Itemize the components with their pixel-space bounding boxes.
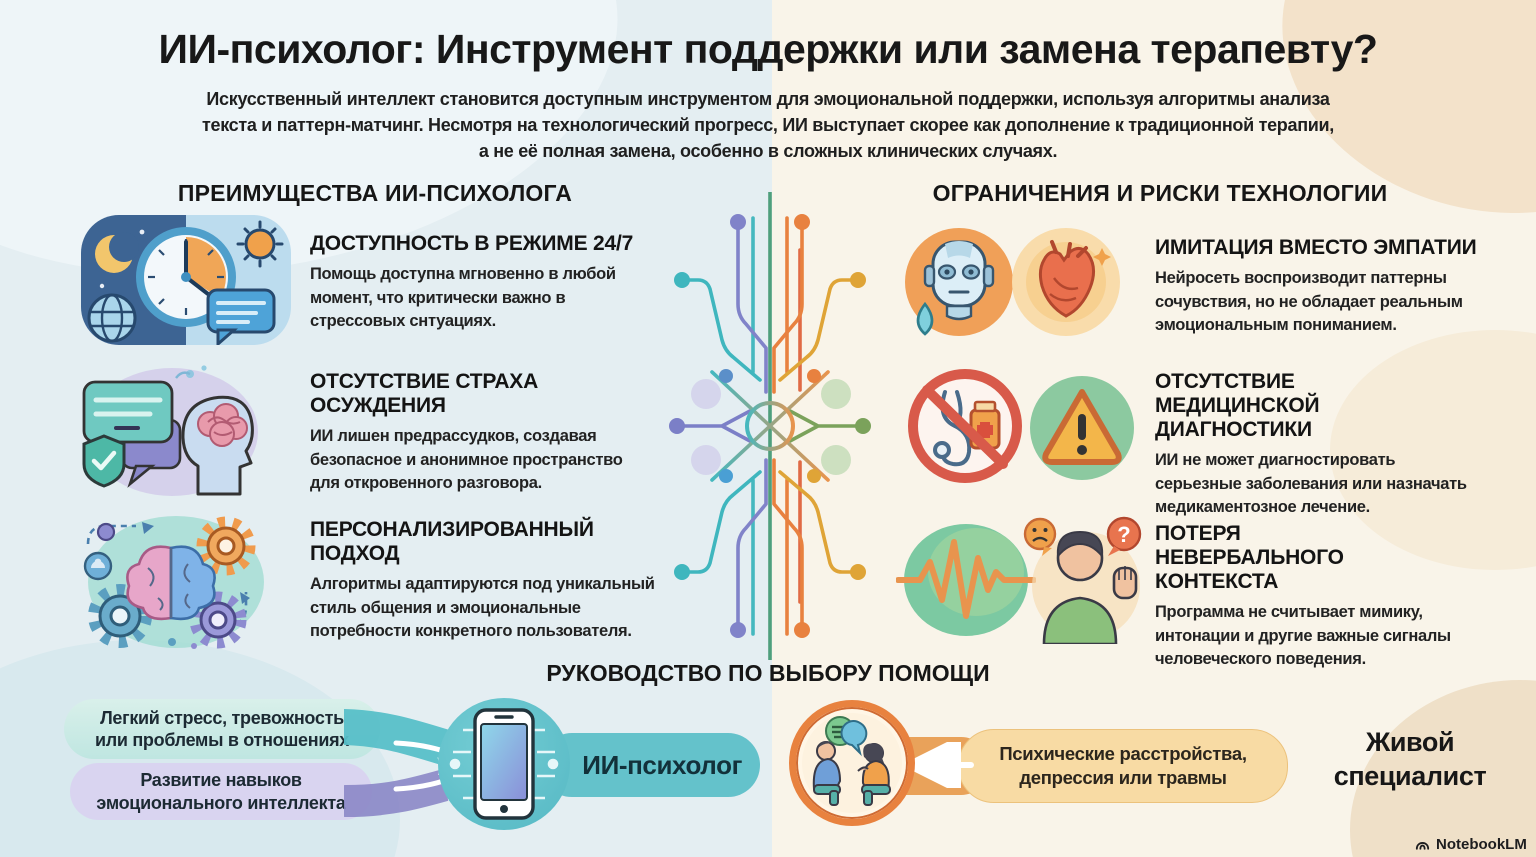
advantage-body: Помощь доступна мгновенно в любой момент… [310,265,616,330]
subtitle-line: Искусственный интеллект становится досту… [206,89,1330,109]
guide-chip-mild-stress: Легкий стресс, тревожность или проблемы … [64,699,380,759]
advantage-item: ПЕРСОНАЛИЗИРОВАННЫЙ ПОДХОД Алгоритмы ада… [310,518,655,644]
limitation-title: ПОТЕРЯ НЕВЕРБАЛЬНОГО КОНТЕКСТА [1155,522,1344,594]
advantage-title: ДОСТУПНОСТЬ В РЕЖИМЕ 24/7 [310,232,634,255]
advantage-body: Алгоритмы адаптируются под уникальный ст… [310,575,655,641]
human-specialist-label: Живой специалист [1300,726,1520,794]
person-refusing-icon: ? [1022,516,1144,644]
limitations-heading: ОГРАНИЧЕНИЯ И РИСКИ ТЕХНОЛОГИИ [932,180,1388,206]
page-title: ИИ-психолог: Инструмент поддержки или за… [158,26,1378,72]
neural-circuit-graphic [640,192,900,660]
anatomical-heart-icon [1010,226,1122,338]
limitation-body: ИИ не может диагностировать серьезные за… [1155,451,1467,517]
notebooklm-logo-icon [1414,836,1431,853]
chip-line: или проблемы в отношениях [94,730,350,750]
advantage-title: ОТСУТСТВИЕ СТРАХА ОСУЖДЕНИЯ [310,370,539,418]
subtitle-line: а не её полная замена, особенно в сложны… [478,141,1058,161]
counseling-people-icon [789,700,915,826]
subtitle-line: текста и паттерн-матчинг. Несмотря на те… [201,115,1335,135]
human-flow-arrow [905,742,975,788]
brain-gears-icon [76,506,266,654]
notebooklm-brand: NotebookLM [1414,836,1527,853]
limitation-item: ПОТЕРЯ НЕВЕРБАЛЬНОГО КОНТЕКСТА Программа… [1155,522,1495,672]
smartphone-icon [438,698,570,830]
guide-chip-skills: Развитие навыков эмоционального интеллек… [70,763,372,820]
ai-label-text: ИИ-психолог [582,749,742,780]
human-label-line: специалист [1333,760,1487,791]
chip-line: эмоционального интеллекта [96,792,346,813]
chat-shield-head-brain-icon [80,362,260,502]
chip-line: депрессия или травмы [1019,767,1227,788]
voice-waveform-icon [896,520,1036,640]
robot-head-icon [903,226,1015,338]
no-medical-treatment-icon [905,366,1025,486]
limitation-item: ОТСУТСТВИЕ МЕДИЦИНСКОЙ ДИАГНОСТИКИ ИИ не… [1155,370,1495,520]
guide-chip-disorders: Психические расстройства, депрессия или … [958,729,1288,803]
svg-text:?: ? [1117,522,1130,547]
chip-line: Психические расстройства, [999,742,1247,764]
limitation-body: Программа не считывает мимику, интонации… [1155,603,1451,669]
limitation-item: ИМИТАЦИЯ ВМЕСТО ЭМПАТИИ Нейросеть воспро… [1155,236,1495,337]
night-day-clock-icon [80,214,292,346]
guide-heading: РУКОВОДСТВО ПО ВЫБОРУ ПОМОЩИ [546,660,990,686]
limitation-title: ИМИТАЦИЯ ВМЕСТО ЭМПАТИИ [1155,236,1477,259]
advantage-body: ИИ лишен предрассудков, создавая безопас… [310,427,623,493]
page-subtitle: Искусственный интеллект становится досту… [0,86,1536,164]
limitation-body: Нейросеть воспроизводит паттерны сочувст… [1155,269,1463,334]
human-label-line: Живой [1365,727,1455,757]
chip-line: Легкий стресс, тревожность [100,707,344,728]
chip-line: Развитие навыков [140,770,302,790]
ai-psychologist-label: ИИ-психолог [540,733,760,797]
warning-triangle-icon [1028,374,1136,482]
advantage-item: ОТСУТСТВИЕ СТРАХА ОСУЖДЕНИЯ ИИ лишен пре… [310,370,640,496]
limitation-title: ОТСУТСТВИЕ МЕДИЦИНСКОЙ ДИАГНОСТИКИ [1155,370,1320,442]
advantage-item: ДОСТУПНОСТЬ В РЕЖИМЕ 24/7 Помощь доступн… [310,232,655,333]
advantages-heading: ПРЕИМУЩЕСТВА ИИ-ПСИХОЛОГА [177,180,573,206]
advantage-title: ПЕРСОНАЛИЗИРОВАННЫЙ ПОДХОД [310,518,594,566]
notebooklm-brand-text: NotebookLM [1436,836,1527,853]
